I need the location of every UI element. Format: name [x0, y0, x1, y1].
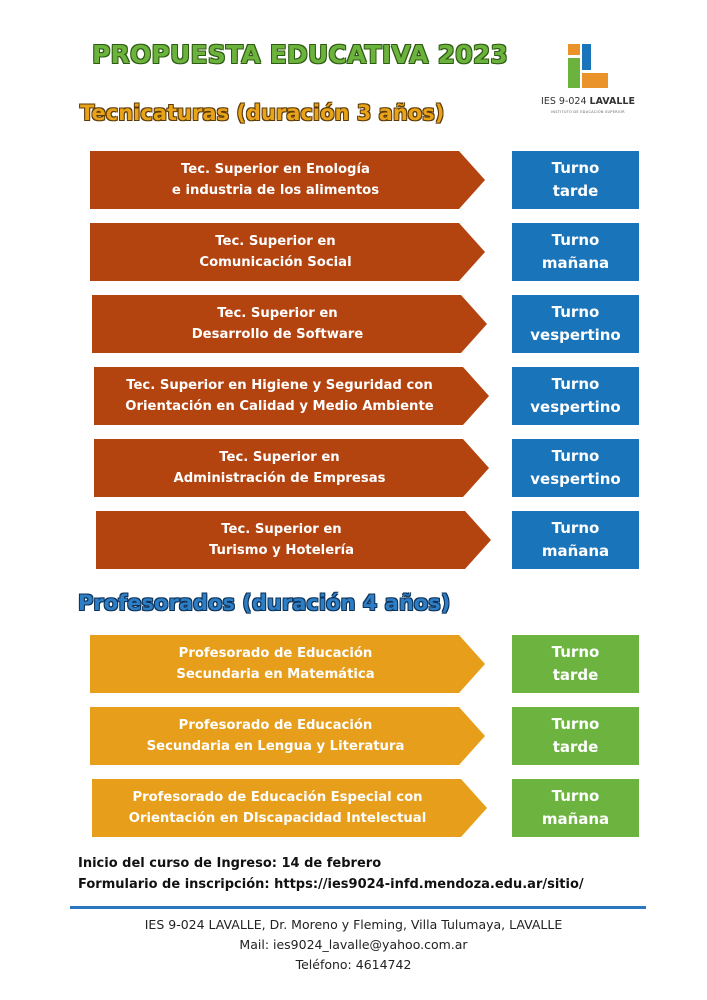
turno-value: tarde	[552, 666, 599, 684]
turno-label: Turno	[551, 643, 600, 661]
program-line: Comunicación Social	[199, 255, 352, 270]
logo-name-prefix: IES 9-024	[541, 96, 590, 107]
turno-label: Turno	[551, 375, 600, 393]
program-line: Secundaria en Lengua y Literatura	[146, 739, 405, 754]
tecnicatura-row: Tec. Superior en Higiene y Seguridad con…	[0, 367, 707, 425]
turno-label: Turno	[551, 787, 600, 805]
program-line: Tec. Superior en	[217, 306, 338, 321]
program-line: Tec. Superior en	[215, 234, 336, 249]
turno-badge: Turno tarde	[512, 635, 639, 693]
program-arrow: Tec. Superior en Comunicación Social	[90, 223, 485, 281]
turno-value: tarde	[552, 738, 599, 756]
turno-value: tarde	[552, 182, 599, 200]
program-arrow: Tec. Superior en Desarrollo de Software	[92, 295, 487, 353]
turno-value: mañana	[541, 810, 610, 828]
program-line: Desarrollo de Software	[191, 327, 364, 342]
turno-label: Turno	[551, 159, 600, 177]
formulario-info[interactable]: Formulario de inscripción: https://ies90…	[78, 877, 584, 892]
tecnicatura-row: Tec. Superior en Administración de Empres…	[0, 439, 707, 497]
program-line: Turismo y Hotelería	[208, 543, 355, 558]
turno-badge: Turno vespertino	[512, 295, 639, 353]
logo-mark-icon	[568, 44, 608, 88]
turno-label: Turno	[551, 447, 600, 465]
footer-divider	[70, 906, 646, 909]
program-arrow: Tec. Superior en Higiene y Seguridad con…	[94, 367, 489, 425]
program-arrow: Tec. Superior en Administración de Empres…	[94, 439, 489, 497]
logo-name: IES 9-024 LAVALLE	[533, 96, 643, 107]
logo-name-bold: LAVALLE	[589, 96, 635, 107]
program-line: Orientación en DIscapacidad Intelectual	[128, 811, 427, 826]
turno-label: Turno	[551, 231, 600, 249]
tecnicatura-row: Tec. Superior en Enología e industria de …	[0, 151, 707, 209]
turno-badge: Turno vespertino	[512, 439, 639, 497]
page-title: PROPUESTA EDUCATIVA 2023	[92, 40, 509, 69]
tecnicatura-row: Tec. Superior en Desarrollo de Software T…	[0, 295, 707, 353]
program-line: Tec. Superior en Enología	[181, 162, 370, 177]
ingreso-info: Inicio del curso de Ingreso: 14 de febre…	[78, 856, 382, 871]
profesorados-title: Profesorados (duración 4 años)	[78, 591, 451, 615]
program-arrow: Tec. Superior en Enología e industria de …	[90, 151, 485, 209]
program-line: Tec. Superior en Higiene y Seguridad con	[126, 378, 433, 393]
tecnicatura-row: Tec. Superior en Turismo y Hotelería Turn…	[0, 511, 707, 569]
turno-label: Turno	[551, 519, 600, 537]
turno-value: vespertino	[530, 470, 621, 488]
program-arrow: Tec. Superior en Turismo y Hotelería	[96, 511, 491, 569]
turno-value: mañana	[541, 542, 610, 560]
turno-badge: Turno tarde	[512, 151, 639, 209]
institution-logo: IES 9-024 LAVALLE INSTITUTO DE EDUCACIÓN…	[533, 44, 643, 124]
turno-value: vespertino	[530, 398, 621, 416]
turno-badge: Turno mañana	[512, 223, 639, 281]
turno-badge: Turno vespertino	[512, 367, 639, 425]
program-line: Orientación en Calidad y Medio Ambiente	[125, 399, 434, 414]
turno-label: Turno	[551, 303, 600, 321]
turno-value: mañana	[541, 254, 610, 272]
footer-phone: Teléfono: 4614742	[295, 957, 412, 972]
program-line: Secundaria en Matemática	[176, 667, 375, 682]
program-line: e industria de los alimentos	[171, 183, 380, 198]
turno-value: vespertino	[530, 326, 621, 344]
turno-label: Turno	[551, 715, 600, 733]
footer-mail[interactable]: Mail: ies9024_lavalle@yahoo.com.ar	[239, 937, 468, 952]
program-line: Profesorado de Educación	[178, 718, 373, 733]
footer-address: IES 9-024 LAVALLE, Dr. Moreno y Fleming,…	[144, 917, 563, 932]
program-line: Tec. Superior en	[221, 522, 342, 537]
program-line: Administración de Empresas	[173, 471, 386, 486]
turno-badge: Turno mañana	[512, 511, 639, 569]
program-line: Tec. Superior en	[219, 450, 340, 465]
turno-badge: Turno tarde	[512, 707, 639, 765]
tecnicatura-row: Tec. Superior en Comunicación Social Turn…	[0, 223, 707, 281]
tecnicaturas-title: Tecnicaturas (duración 3 años)	[80, 101, 445, 125]
logo-subtitle: INSTITUTO DE EDUCACIÓN SUPERIOR	[551, 110, 625, 114]
turno-badge: Turno mañana	[512, 779, 639, 837]
program-line: Profesorado de Educación Especial con	[132, 790, 423, 805]
program-line: Profesorado de Educación	[178, 646, 373, 661]
